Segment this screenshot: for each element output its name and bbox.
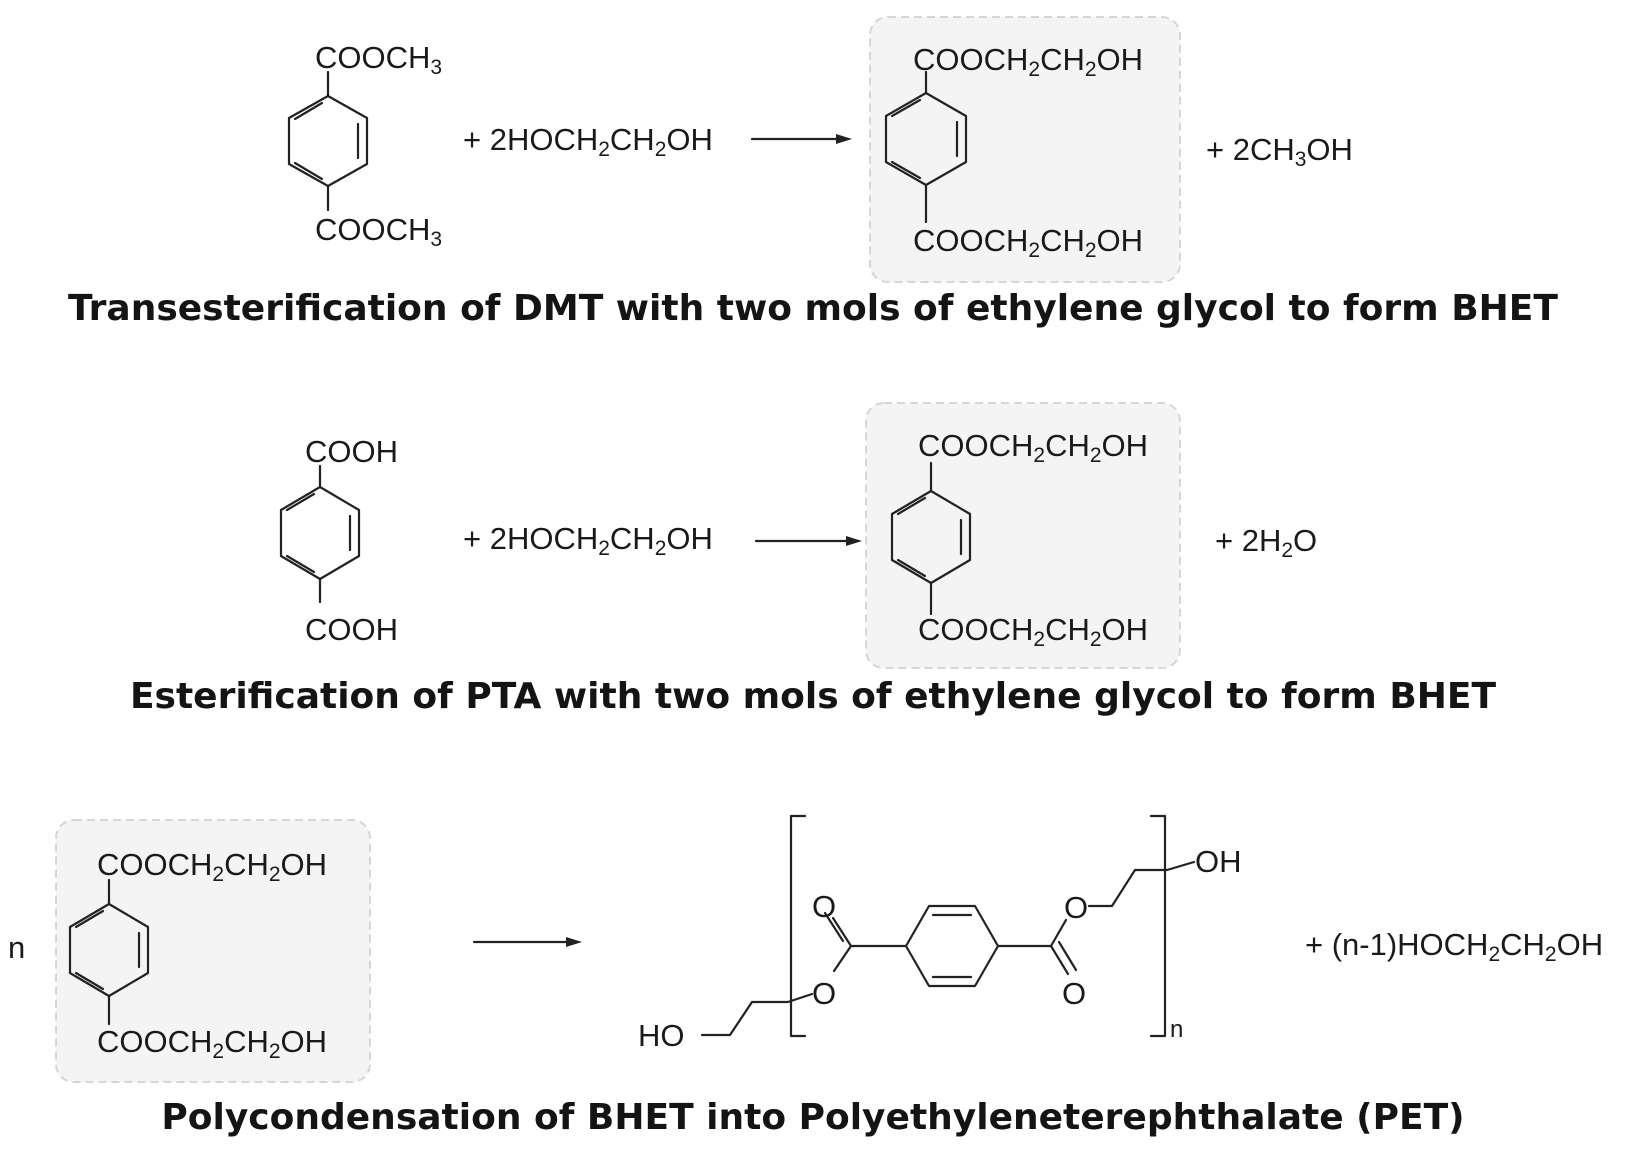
bhet-2-bottom-group: COOCH2CH2OH [918, 612, 1149, 651]
carbonyl-oxygen-right: O [1062, 976, 1087, 1011]
caption-polycondensation: Polycondensation of BHET into Polyethyle… [161, 1097, 1465, 1138]
bond-lines [68, 70, 1196, 1038]
bhet-highlight-box-3 [55, 819, 371, 1083]
caption-esterification: Esterification of PTA with two mols of e… [129, 676, 1497, 717]
ethylene-glycol-byproduct: + (n-1)HOCH2CH2OH [1305, 927, 1604, 966]
polymer-oh-end: OH [1195, 844, 1242, 879]
benzene-ring-bhet-3 [68, 878, 150, 1026]
water-byproduct: + 2H2O [1215, 523, 1318, 562]
arrow-head-1 [836, 134, 852, 144]
polymer-ho-end: HO [638, 1018, 685, 1053]
bhet-1-top-group: COOCH2CH2OH [913, 42, 1144, 81]
bhet-3-top-group: COOCH2CH2OH [97, 847, 328, 886]
bhet-highlight-box-2 [865, 402, 1181, 669]
stoichiometric-coefficient-n: n [8, 930, 26, 965]
dmt-top-group: COOCH3 [315, 40, 443, 79]
pta-top-group: COOH [305, 434, 398, 469]
ethylene-glycol-reagent-2: + 2HOCH2CH2OH [463, 521, 713, 560]
repeat-unit-subscript: n [1170, 1016, 1184, 1043]
pta-bottom-group: COOH [305, 612, 398, 647]
caption-transesterification: Transesterification of DMT with two mols… [68, 288, 1558, 329]
ethylene-glycol-reagent-1: + 2HOCH2CH2OH [463, 122, 713, 161]
dmt-bottom-group: COOCH3 [315, 212, 443, 251]
benzene-ring-bhet-2 [890, 461, 972, 616]
pet-repeat-unit [700, 814, 1196, 1038]
bhet-2-top-group: COOCH2CH2OH [918, 428, 1149, 467]
arrow-head-3 [566, 937, 582, 947]
benzene-ring-bhet-1 [884, 70, 968, 224]
arrow-head-2 [846, 536, 862, 546]
ester-oxygen-right: O [1064, 890, 1089, 925]
methanol-byproduct: + 2CH3OH [1206, 132, 1353, 171]
bhet-highlight-box-1 [869, 16, 1181, 283]
benzene-ring-dmt [287, 70, 369, 212]
ester-oxygen-left: O [812, 976, 837, 1011]
benzene-ring-pta [279, 464, 361, 604]
bhet-3-bottom-group: COOCH2CH2OH [97, 1024, 328, 1063]
carbonyl-oxygen-left: O [812, 889, 837, 924]
bhet-1-bottom-group: COOCH2CH2OH [913, 223, 1144, 262]
